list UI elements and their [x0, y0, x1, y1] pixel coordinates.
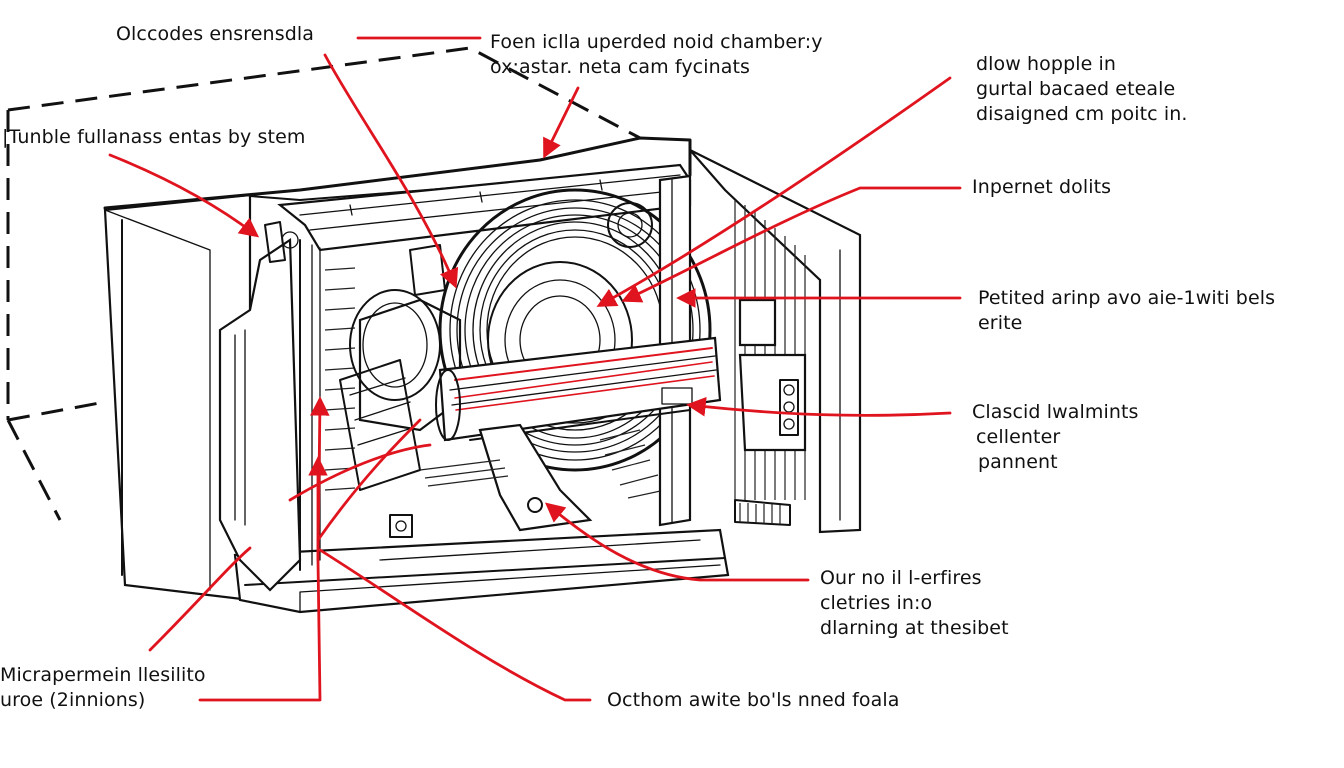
label-line: Olccodes ensrensdla	[116, 23, 314, 45]
leader-bottom-left-e	[288, 443, 432, 502]
leader-top-right-b	[621, 186, 962, 303]
leader-bottom-left-c	[148, 546, 252, 652]
label-line: Inpernet dolits	[972, 176, 1112, 198]
leader-right-3	[686, 396, 952, 417]
leader-bottom-left-b	[310, 396, 330, 562]
label-line: gurtal bacaed eteale	[976, 78, 1176, 100]
carriage	[389, 423, 593, 538]
side-vent-hatching	[734, 200, 806, 500]
label-top-left: Olccodes ensrensdla	[116, 22, 314, 47]
label-bottom-left: Micrapermein llesilito uroe (2innions)	[0, 663, 206, 713]
leader-bottom-left-d	[316, 418, 422, 542]
label-right-4: Our no il l-erfires cletries in:o dlarni…	[820, 566, 1009, 641]
leader-lines	[108, 36, 962, 702]
leader-bottom-center	[318, 548, 592, 702]
label-line: Our no il l-erfires	[820, 567, 982, 589]
leader-top-center	[543, 86, 580, 159]
inner-mechanism	[339, 244, 462, 491]
label-line: dlarning at thesibet	[820, 617, 1009, 639]
label-line: Micrapermein llesilito	[0, 664, 206, 686]
label-line: dlow hopple in	[976, 53, 1117, 75]
label-bottom-center: Octhom awite bo'ls nned foala	[607, 688, 899, 713]
label-line: ox:astar. neta cam fycinats	[490, 56, 751, 78]
left-bracket	[218, 221, 356, 592]
label-line: pannent	[978, 451, 1058, 473]
leader-right-4	[544, 502, 810, 582]
main-roller	[435, 336, 722, 442]
label-line: Clascid lwalmints	[972, 401, 1139, 423]
label-line: erite	[978, 312, 1023, 334]
label-top-center: Foen iclla uperded noid chamber:y ox:ast…	[490, 30, 823, 80]
label-line: cellenter	[976, 426, 1061, 448]
label-line: Octhom awite bo'ls nned foala	[607, 689, 900, 711]
label-right-2: Petited arinp avo aie-1witi bels erite	[978, 286, 1275, 336]
label-line: uroe (2innions)	[0, 689, 146, 711]
label-right-1: Inpernet dolits	[972, 175, 1111, 200]
label-line: cletries in:o	[820, 592, 933, 614]
appliance-housing	[103, 136, 862, 614]
leader-top-right-a	[596, 76, 952, 307]
control-box	[738, 298, 807, 452]
label-top-right: dlow hopple in gurtal bacaed eteale disa…	[976, 52, 1188, 127]
label-right-3: Clascid lwalmints cellenter pannent	[972, 400, 1139, 475]
label-line: |Tunble fullanass entas by stem	[2, 126, 306, 148]
label-line: Foen iclla uperded noid chamber:y	[490, 31, 823, 53]
leader-left-upper	[108, 153, 260, 238]
dashed-bounding-outline	[6, 46, 641, 521]
leader-top-left-drum	[323, 53, 459, 289]
label-line: Petited arinp avo aie-1witi bels	[978, 287, 1276, 309]
label-line: disaigned cm poitc in.	[976, 103, 1188, 125]
label-left-upper: |Tunble fullanass entas by stem	[2, 125, 305, 150]
